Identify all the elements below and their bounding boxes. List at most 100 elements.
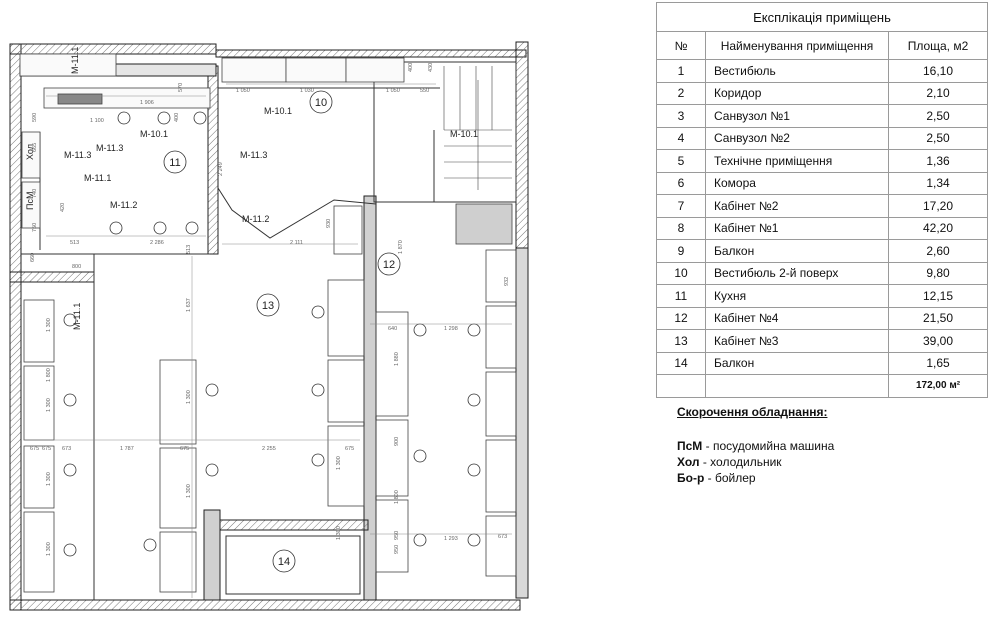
- dimension-label: 1 906: [140, 100, 154, 106]
- dimension-label: 660: [30, 253, 36, 262]
- row-room-name: Вестибюль: [705, 59, 889, 83]
- stairs: [443, 66, 512, 190]
- dimension-label: 1 298: [444, 326, 458, 332]
- legend-abbreviation: ПсМ: [677, 439, 703, 453]
- room-11-number: 11: [169, 157, 180, 169]
- equipment-tag: М-10.1: [140, 129, 168, 139]
- dimension-label: 640: [388, 326, 397, 332]
- dimension-label: 1 300: [336, 456, 342, 470]
- row-number: 5: [656, 149, 706, 173]
- dimension-label: 2 286: [150, 240, 164, 246]
- legend-item: Бо-р - бойлер: [677, 470, 834, 486]
- dimension-label: 1 300: [46, 472, 52, 486]
- dimension-label: 1 100: [90, 118, 104, 124]
- dimension-label: 1 800: [46, 368, 52, 382]
- row-area: 42,20: [888, 216, 988, 240]
- dimension-label: 513: [186, 245, 192, 254]
- desks-room-12: [333, 205, 517, 577]
- row-area: 12,15: [888, 284, 988, 308]
- header-number: №: [656, 31, 706, 60]
- row-room-name: Кухня: [705, 284, 889, 308]
- room-number-circle: [309, 90, 333, 114]
- balcony-14: [225, 535, 361, 595]
- dimension-label: 675: [345, 446, 354, 452]
- dimension-label: 665: [32, 143, 38, 152]
- row-area: 2,50: [888, 104, 988, 128]
- row-number: 4: [656, 126, 706, 150]
- legend-item: Хол - холодильник: [677, 454, 834, 470]
- dimension-label: 900: [394, 437, 400, 446]
- dimension-label: 1 870: [398, 240, 404, 254]
- dimension-label: 400: [174, 113, 180, 122]
- dimension-label: 1 300: [186, 484, 192, 498]
- row-room-name: Кабінет №3: [705, 329, 889, 353]
- fridge-label: Хол: [25, 144, 35, 160]
- dimension-label: 420: [60, 203, 66, 212]
- equipment-tag: М-11.2: [110, 200, 137, 210]
- row-number: 10: [656, 261, 706, 285]
- dimension-label: 1 300: [186, 390, 192, 404]
- dimension-label: 2 255: [262, 446, 276, 452]
- dimension-label: 740: [32, 189, 38, 198]
- dimension-label: 570: [178, 83, 184, 92]
- explication-header-row: № Найменування приміщення Площа, м2: [656, 31, 988, 60]
- dimension-label: 950: [394, 531, 400, 540]
- room-10-number: 10: [315, 97, 327, 109]
- dimension-label: 430: [428, 63, 434, 72]
- room-12-number: 12: [383, 259, 395, 271]
- desks-room-13: [23, 279, 365, 593]
- row-number: 1: [656, 59, 706, 83]
- equipment-tag: М-11.1: [72, 303, 82, 330]
- total-area: 172,00 м²: [888, 374, 988, 398]
- dimension-label: 1 050: [386, 88, 400, 94]
- room-14-number: 14: [278, 556, 290, 568]
- dimension-label: 673: [498, 534, 507, 540]
- dimension-label: 1 800: [394, 490, 400, 504]
- equipment-tag: М-11.3: [240, 150, 267, 160]
- row-number: 9: [656, 239, 706, 263]
- room-number-circle: [256, 293, 280, 317]
- dimension-label: 2 249: [218, 162, 224, 176]
- counters: [19, 53, 513, 245]
- chairs: [63, 111, 481, 557]
- legend-description: - посудомийна машина: [702, 439, 835, 453]
- dimension-label: 1 300: [46, 318, 52, 332]
- row-area: 9,80: [888, 261, 988, 285]
- equipment-tag: М-11.3: [64, 150, 91, 160]
- row-area: 17,20: [888, 194, 988, 218]
- dimension-label: 2 111: [290, 240, 303, 246]
- dishwasher-label: ПсМ: [25, 192, 35, 210]
- dimension-label: 1 030: [300, 88, 314, 94]
- legend-description: - бойлер: [704, 471, 756, 485]
- legend-abbreviation: Бо-р: [677, 471, 705, 485]
- row-room-name: Санвузол №1: [705, 104, 889, 128]
- dimension-label: 1 300: [46, 542, 52, 556]
- row-number: 8: [656, 216, 706, 240]
- dimension-label: 675: [42, 446, 51, 452]
- dimension-lines: [24, 83, 512, 598]
- legend-description: - холодильник: [699, 455, 782, 469]
- row-room-name: Коридор: [705, 81, 889, 105]
- equipment-legend: Скорочення обладнання: ПсМ - посудомийна…: [677, 404, 834, 486]
- dimension-label: 950: [394, 545, 400, 554]
- row-room-name: Кабінет №4: [705, 306, 889, 330]
- header-room-name: Найменування приміщення: [705, 31, 889, 60]
- row-room-name: Санвузол №2: [705, 126, 889, 150]
- dimension-label: 930: [326, 219, 332, 228]
- row-room-name: Кабінет №2: [705, 194, 889, 218]
- explication-total-row: 172,00 м²: [656, 374, 988, 398]
- dimension-label: 1 637: [186, 298, 192, 312]
- dimension-label: 1 050: [236, 88, 250, 94]
- row-area: 2,50: [888, 126, 988, 150]
- floor-plan-drawing: 1011121314М-11.1М-10.1М-10.1М-11.3М-11.3…: [9, 41, 529, 611]
